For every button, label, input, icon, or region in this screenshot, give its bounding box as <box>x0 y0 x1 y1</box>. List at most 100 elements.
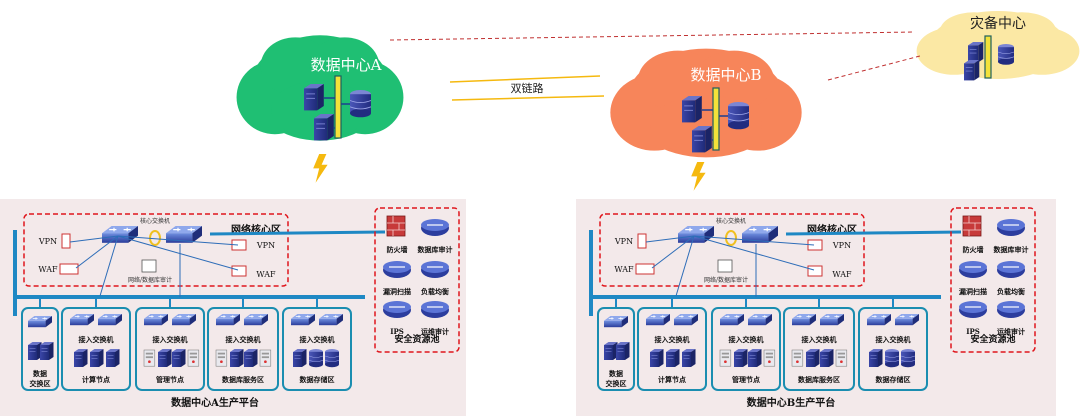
platform-a-zone-box <box>135 307 205 391</box>
platform-a-zone-box <box>282 307 352 391</box>
platform-b-server-icon <box>747 348 762 368</box>
platform-a-security-item-label: IPS <box>390 327 404 336</box>
platform-b-core-link <box>693 235 815 246</box>
platform-a-waf-left-icon <box>59 263 79 275</box>
dc-a-bus-bar <box>334 75 342 139</box>
dc-b-database-icon <box>727 101 750 130</box>
dual-link-label: 双链路 <box>511 81 544 95</box>
platform-a-security-item-label: 数据库审计 <box>418 245 453 254</box>
platform-a-zone-box <box>21 307 59 391</box>
platform-a-zone-sub-label: 接入交换机 <box>79 335 114 344</box>
platform-b-database-icon <box>900 348 916 368</box>
dr-link-b <box>827 55 921 81</box>
platform-a-security-item-label: 漏洞扫描 <box>383 287 411 296</box>
dc-b-server-icon <box>681 95 703 123</box>
cloud-dc-a-lobe <box>260 37 331 96</box>
platform-b-security-item-label: 防火墙 <box>963 245 984 254</box>
platform-a-waf-left-label: WAF <box>38 265 58 274</box>
platform-b-zone-label: 计算节点 <box>658 375 686 384</box>
platform-a-firewall-icon <box>386 215 406 237</box>
platform-b-server-icon <box>681 348 696 368</box>
platform-a-server-icon <box>229 348 244 368</box>
platform-a-zone-box <box>61 307 131 391</box>
cloud-dc-a-lobe <box>309 37 380 96</box>
platform-a-core-link <box>117 235 239 271</box>
platform-b-zone-sub-label: 接入交换机 <box>655 335 690 344</box>
platform-b-audit-icon <box>717 259 733 273</box>
platform-a-rack-icon <box>215 349 228 367</box>
platform-a-server-icon <box>105 348 120 368</box>
platform-a-vpn-right-label: VPN <box>256 241 275 250</box>
platform-a-zone-label: 数据存储区 <box>300 375 335 384</box>
platform-b-rack-icon <box>763 349 776 367</box>
platform-b-zone-box <box>637 307 707 391</box>
platform-b-security-item-label: 运维审计 <box>997 327 1025 336</box>
platform-b-server-icon <box>665 348 680 368</box>
platform-a-server-icon <box>292 348 307 368</box>
platform-b-security-item-label: IPS <box>966 327 980 336</box>
platform-b-zone-label: 管理节点 <box>732 375 760 384</box>
platform-a-audit-label: 网络/数据库审计 <box>128 276 172 284</box>
platform-a-security-pool <box>374 207 460 353</box>
platform-b-zone-label: 数据存储区 <box>876 375 911 384</box>
platform-a-audit-icon <box>141 259 157 273</box>
dual-link-line <box>451 95 605 101</box>
platform-b-server-icon <box>615 341 630 361</box>
platform-b-core-switch-label: 核心交换机 <box>716 217 746 225</box>
platform-b-security-item-label: 漏洞扫描 <box>959 287 987 296</box>
platform-b-zone-box <box>858 307 928 391</box>
dr-bus-bar <box>984 35 992 79</box>
platform-a-core-zone <box>23 213 289 287</box>
platform-a-zone-sub-label: 接入交换机 <box>226 335 261 344</box>
dr-server-icon <box>963 59 980 81</box>
platform-b-security-pool-title: 安全资源池 <box>970 333 1015 345</box>
platform-b-security-item-label: 负载均衡 <box>997 287 1025 296</box>
platform-a-zone-sub-label: 接入交换机 <box>153 335 188 344</box>
dc-b-bus-bar <box>712 87 720 151</box>
platform-b-zone-box <box>711 307 781 391</box>
platform-a-core-link <box>75 235 119 269</box>
platform-a-uplink <box>209 230 386 236</box>
platform-b-rack-icon <box>719 349 732 367</box>
platform-a-security-item-label: 负载均衡 <box>421 287 449 296</box>
platform-a-zone-label: 计算节点 <box>82 375 110 384</box>
dc-a-database-icon <box>349 89 372 118</box>
platform-b-server-icon <box>649 348 664 368</box>
platform-b-vpn-right-label: VPN <box>832 241 851 250</box>
platform-a-server-icon <box>73 348 88 368</box>
platform-b-rack-icon <box>835 349 848 367</box>
platform-a-core-link <box>99 235 119 297</box>
platform-a-database-icon <box>324 348 340 368</box>
platform-a-zone-label: 数据 <box>33 369 47 378</box>
cloud-dc-a-lobe <box>271 80 369 139</box>
platform-b-core-link <box>693 235 815 271</box>
platform-a-zone-box <box>207 307 279 391</box>
platform-a-waf-right-icon <box>231 265 247 277</box>
cloud-dc-a-label: 数据中心A <box>311 56 382 74</box>
platform-a-server-icon <box>157 348 172 368</box>
platform-b-waf-left-label: WAF <box>614 265 634 274</box>
platform-a-security-pool-title: 安全资源池 <box>394 333 439 345</box>
platform-a-waf-right-label: WAF <box>256 270 276 279</box>
platform-b-waf-right-icon <box>807 265 823 277</box>
platform-a-core-link <box>117 235 239 246</box>
platform-a-core-link <box>69 235 119 243</box>
platform-a-zone-label: 管理节点 <box>156 375 184 384</box>
platform-b-server-icon <box>868 348 883 368</box>
platform-b-core-zone <box>599 213 865 287</box>
platform-b-uplink <box>785 230 962 236</box>
platform-b-zone-box <box>597 307 635 391</box>
cloud-dc-b-lobe <box>637 50 718 111</box>
platform-b-vpn-left-icon <box>637 233 647 249</box>
platform-a-rack-icon <box>143 349 156 367</box>
platform-b-database-icon <box>884 348 900 368</box>
platform-a-zone-label: 数据库服务区 <box>222 375 264 384</box>
cloud-dr-lobe <box>988 12 1056 50</box>
cloud-dr-label: 灾备中心 <box>970 15 1026 32</box>
platform-b-rack-icon <box>791 349 804 367</box>
platform-b-zone-sub-label: 接入交换机 <box>876 335 911 344</box>
platform-b-core-link <box>651 235 695 269</box>
platform-b-server-icon <box>603 341 618 361</box>
platform-b-platform-title: 数据中心B生产平台 <box>747 396 835 409</box>
